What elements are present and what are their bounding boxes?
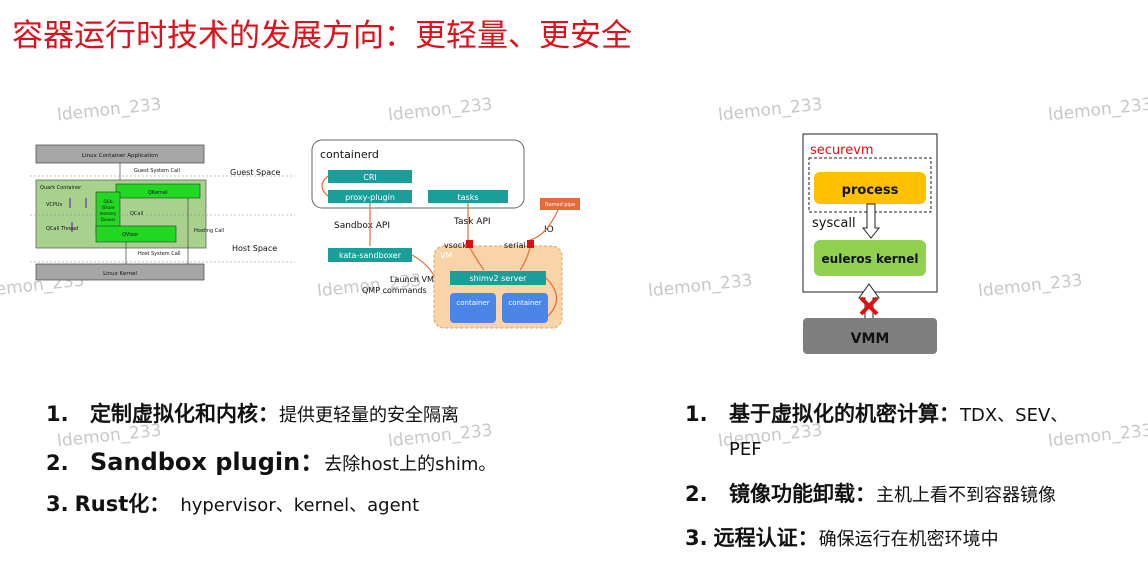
- guest-syscall-label: Guest System Call: [134, 168, 180, 174]
- list-number: 3.: [685, 526, 708, 550]
- process-label: process: [842, 183, 899, 198]
- qkernel-box: [115, 183, 201, 199]
- list-heading: Sandbox plugin：: [90, 448, 325, 476]
- list-number: 2.: [46, 451, 69, 475]
- qcall-thread-label: QCall Thread: [46, 226, 78, 232]
- cri-box: [328, 170, 412, 183]
- page-title: 容器运行时技术的发展方向：更轻量、更安全: [12, 18, 632, 54]
- qkernel-label: QKernel: [148, 190, 168, 196]
- list-body: 主机上看不到容器镜像: [876, 485, 1056, 506]
- cri-to-proxy-arrow: [321, 175, 329, 197]
- list-heading: 远程认证：: [713, 526, 819, 550]
- qvisor-label: QVisor: [122, 232, 139, 238]
- serial-to-shim-arrow: [519, 247, 531, 271]
- list-item: 1. 基于虚拟化的机密计算：TDX、SEV、: [685, 398, 1068, 428]
- list-body: hypervisor、kernel、agent: [180, 495, 420, 516]
- qvisor-box: [95, 225, 177, 243]
- pipe-to-serial-arrow: [529, 209, 559, 241]
- proxy-plugin-label: proxy-plugin: [345, 193, 395, 202]
- list-heading: Rust化：: [74, 492, 171, 516]
- launch-label-line: Launch VM: [390, 275, 434, 284]
- watermark: ldemon_233: [1047, 94, 1148, 126]
- shimv2-server-label: shimv2 server: [470, 274, 528, 283]
- list-heading: 定制虚拟化和内核：: [90, 402, 279, 426]
- list-heading: 基于虚拟化的机密计算：: [729, 402, 960, 426]
- named-pipe-box: [540, 198, 580, 210]
- host-syscall-label: Host System Call: [138, 251, 181, 257]
- euleros-kernel-box: [814, 240, 926, 276]
- list-item: 2. Sandbox plugin：去除host上的shim。: [46, 442, 496, 477]
- qlib-label-line: QLib: [103, 199, 112, 204]
- vsock-to-shim-arrow: [469, 247, 485, 271]
- watermark: ldemon_233: [387, 94, 494, 126]
- list-body: 去除host上的shim。: [324, 454, 497, 475]
- guest-space-label: Guest Space: [230, 168, 280, 177]
- list-item: 3. 远程认证：确保运行在机密环境中: [685, 522, 999, 552]
- quark-architecture-diagram: Linux Container Application Guest System…: [30, 144, 295, 281]
- vmm-box: [803, 318, 937, 354]
- containerd-sandbox-diagram: containerd CRI proxy-plugin tasks Named …: [311, 139, 580, 329]
- qlib-label-line: Queue): [101, 217, 116, 222]
- watermark: ldemon_233: [56, 94, 163, 126]
- watermark: ldemon_233: [647, 270, 754, 302]
- kata-sandboxer-label: kata-sandboxer: [339, 251, 402, 260]
- linux-kernel-box: [35, 263, 205, 281]
- vsock-port: [466, 240, 473, 248]
- io-label: IO: [544, 225, 554, 235]
- serial-port: [527, 240, 534, 248]
- list-body: PEF: [729, 439, 762, 460]
- vsock-label: vsock: [444, 241, 467, 250]
- launch-label-line: QMP commands: [362, 286, 427, 295]
- list-body: 提供更轻量的安全隔离: [279, 405, 459, 426]
- watermark: ldemon_233: [717, 94, 824, 126]
- task-api-label: Task API: [453, 217, 491, 227]
- vmm-label: VMM: [851, 331, 890, 347]
- securevm-diagram: securevm process syscall euleros kernel …: [802, 133, 938, 354]
- containerd-label: containerd: [320, 148, 379, 161]
- qlib-label-line: memory: [100, 211, 117, 216]
- quark-container-label: Quark Container: [40, 185, 82, 191]
- watermark: ldemon_233: [977, 270, 1084, 302]
- list-number: 2.: [685, 482, 708, 506]
- shimv2-server-box: [450, 271, 546, 285]
- linux-app-label: Linux Container Application: [82, 153, 158, 159]
- qlib-label-line: (Share: [101, 205, 115, 210]
- kata-to-vm-arrow: [411, 254, 435, 277]
- list-body: 确保运行在机密环境中: [818, 529, 999, 550]
- euleros-kernel-label: euleros kernel: [822, 252, 919, 266]
- named-pipe-label: Named pipe: [545, 202, 575, 208]
- linux-kernel-label: Linux Kernel: [103, 271, 137, 277]
- kata-sandboxer-box: [328, 248, 412, 262]
- blocked-x-icon: [859, 296, 879, 316]
- list-item: 2. 镜像功能卸载：主机上看不到容器镜像: [685, 478, 1056, 508]
- list-item: 1. 定制虚拟化和内核：提供更轻量的安全隔离: [46, 398, 459, 428]
- vm-label: VM: [440, 251, 452, 260]
- container-label: container: [456, 299, 489, 307]
- list-number: 1.: [685, 402, 708, 426]
- process-box: [814, 172, 926, 204]
- sandbox-api-label: Sandbox API: [334, 221, 390, 231]
- qcall-label: QCall: [130, 211, 143, 217]
- tasks-box: [428, 190, 508, 203]
- syscall-arrow: [861, 203, 881, 239]
- list-item-continuation: PEF: [729, 438, 762, 460]
- shim-to-containers-arrow: [545, 277, 558, 317]
- list-number: 1.: [46, 402, 69, 426]
- vcpus-label: VCPUs: [46, 202, 63, 208]
- container-box-2: [502, 293, 548, 323]
- hosting-call-label: Hosting Call: [194, 228, 224, 234]
- tasks-label: tasks: [457, 193, 478, 202]
- cri-label: CRI: [363, 173, 377, 182]
- list-item: 3. Rust化： hypervisor、kernel、agent: [46, 488, 419, 518]
- proxy-plugin-box: [328, 190, 412, 203]
- host-space-label: Host Space: [232, 244, 277, 253]
- container-box-1: [450, 293, 496, 323]
- container-label: container: [508, 299, 541, 307]
- securevm-label: securevm: [810, 143, 874, 158]
- list-body: TDX、SEV、: [960, 405, 1069, 426]
- syscall-label: syscall: [812, 216, 856, 231]
- list-number: 3.: [46, 492, 69, 516]
- list-heading: 镜像功能卸载：: [729, 482, 876, 506]
- serial-label: serial: [504, 241, 526, 250]
